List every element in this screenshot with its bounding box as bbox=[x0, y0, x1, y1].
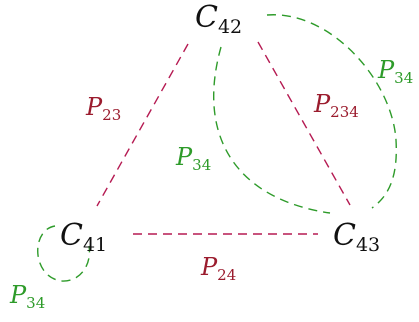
edge-label-p24: P24 bbox=[200, 253, 236, 284]
node-c42: C42 bbox=[195, 0, 242, 38]
node-c42-sub: 42 bbox=[218, 16, 242, 38]
loop-label-outer-sub: 34 bbox=[394, 69, 413, 87]
edge-label-p24-main: P bbox=[200, 253, 218, 281]
loop-label-inner-main: P bbox=[175, 143, 193, 171]
loop-label-outer: P34 bbox=[377, 56, 413, 87]
node-c41-sub: 41 bbox=[83, 234, 107, 256]
edge-label-p24-sub: 24 bbox=[217, 266, 236, 284]
edge-label-p234-sub: 234 bbox=[330, 103, 359, 121]
node-c43-sub: 43 bbox=[356, 234, 380, 256]
loop-label-self-main: P bbox=[9, 281, 27, 309]
loop-label-self-sub: 34 bbox=[26, 294, 45, 312]
loop-c42-c43-outer bbox=[266, 14, 397, 209]
edge-label-p23-main: P bbox=[85, 93, 103, 121]
node-c41: C41 bbox=[60, 218, 107, 256]
loop-label-inner-sub: 34 bbox=[192, 156, 211, 174]
edge-c42-c43 bbox=[257, 41, 351, 206]
loop-label-inner: P34 bbox=[175, 143, 211, 174]
node-c41-main: C bbox=[60, 218, 83, 253]
loop-c41-self bbox=[37, 225, 91, 282]
node-c42-main: C bbox=[195, 0, 218, 35]
loop-c42-c43-inner bbox=[213, 46, 331, 214]
edge-c42-c41 bbox=[96, 43, 189, 207]
edge-label-p234: P234 bbox=[313, 90, 359, 121]
loop-label-self: P34 bbox=[9, 281, 45, 312]
edge-label-p234-main: P bbox=[313, 90, 331, 118]
edge-label-p23: P23 bbox=[85, 93, 121, 124]
edge-label-p23-sub: 23 bbox=[102, 106, 121, 124]
node-c43-main: C bbox=[333, 218, 356, 253]
node-c43: C43 bbox=[333, 218, 380, 256]
loop-label-outer-main: P bbox=[377, 56, 395, 84]
